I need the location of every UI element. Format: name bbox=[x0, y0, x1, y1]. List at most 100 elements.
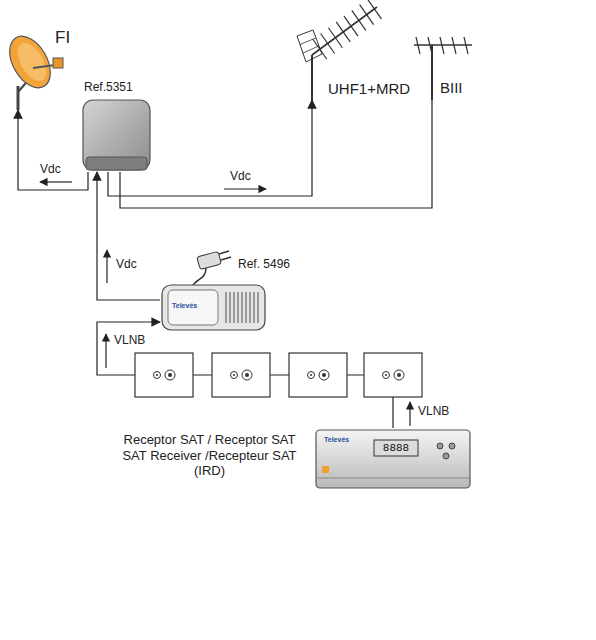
grid-wire bbox=[300, 38, 316, 45]
power-supply: Ref. 5496Televés bbox=[160, 250, 300, 335]
grid-reflector bbox=[297, 30, 322, 62]
receiver-button bbox=[437, 443, 443, 449]
wall-outlets bbox=[135, 353, 422, 397]
outlet-pin bbox=[397, 373, 401, 377]
outlet-pin bbox=[310, 374, 312, 376]
outlet-socket bbox=[154, 372, 161, 379]
antenna-element bbox=[367, 0, 381, 19]
dish-antenna: FI bbox=[5, 18, 95, 110]
vent-slot bbox=[249, 292, 250, 323]
signal-label: Vdc bbox=[38, 162, 63, 176]
uhf-antenna: UHF1+MRD bbox=[295, 2, 413, 100]
lnb bbox=[53, 58, 63, 68]
cable bbox=[120, 100, 432, 208]
outlet-pin bbox=[385, 374, 387, 376]
direction-arrow bbox=[105, 334, 106, 368]
amplifier-body bbox=[83, 100, 150, 170]
antenna-element bbox=[352, 10, 366, 30]
plug-pin bbox=[219, 251, 229, 254]
wall-outlet bbox=[135, 353, 193, 397]
node-label: Televés bbox=[324, 436, 349, 444]
wall-outlet bbox=[212, 353, 270, 397]
antenna-element bbox=[336, 22, 350, 42]
receiver-body bbox=[316, 430, 470, 488]
vent-slot bbox=[241, 292, 242, 323]
vent-slot bbox=[237, 292, 238, 323]
antenna-mast bbox=[311, 55, 313, 100]
node-label: 8888 bbox=[374, 441, 418, 455]
outlet-plate bbox=[212, 353, 270, 397]
dish-shine bbox=[12, 38, 52, 85]
antenna-boom bbox=[312, 7, 377, 55]
sat-receiver bbox=[316, 430, 470, 488]
cable bbox=[97, 172, 160, 300]
vent-slot bbox=[253, 292, 254, 323]
antenna-boom bbox=[414, 44, 472, 46]
antenna-element bbox=[452, 37, 456, 54]
outlet-socket bbox=[231, 372, 238, 379]
node-label: Ref. 5496 bbox=[238, 257, 290, 271]
outlet-pin bbox=[233, 374, 235, 376]
dish-reflector bbox=[1, 29, 58, 94]
vent-slot bbox=[233, 292, 234, 323]
outlet-socket bbox=[394, 370, 404, 380]
node-label: FI bbox=[55, 28, 70, 48]
cable bbox=[97, 322, 393, 428]
sat-receiver: Receptor SAT / Receptor SAT SAT Receiver… bbox=[112, 428, 474, 494]
antenna-element bbox=[313, 39, 327, 59]
vent-slot bbox=[229, 292, 230, 323]
receiver-display bbox=[374, 440, 418, 456]
antenna-element bbox=[360, 5, 374, 25]
outlet-plate bbox=[135, 353, 193, 397]
outlet-pin bbox=[322, 373, 326, 377]
outlet-socket bbox=[242, 370, 252, 380]
amplifier: Ref.5351 bbox=[80, 78, 155, 172]
vhf-antenna: BIII bbox=[410, 35, 475, 100]
vhf-antenna bbox=[414, 37, 472, 100]
outlet-plate bbox=[364, 353, 422, 397]
antenna-element bbox=[464, 37, 468, 54]
power-cord bbox=[192, 268, 206, 287]
antenna-element bbox=[328, 28, 342, 48]
antenna-element bbox=[428, 37, 432, 54]
plug-pin bbox=[221, 257, 231, 260]
outlet-socket bbox=[308, 372, 315, 379]
wall-outlet bbox=[364, 353, 422, 397]
outlet-plate bbox=[289, 353, 347, 397]
receiver-led bbox=[322, 466, 329, 473]
vent-slot bbox=[257, 292, 258, 323]
outlet-socket bbox=[319, 370, 329, 380]
receiver-edge bbox=[316, 478, 470, 479]
amplifier-base bbox=[86, 157, 147, 170]
direction-arrow bbox=[409, 402, 410, 426]
vent-slot bbox=[225, 292, 226, 323]
outlet-socket bbox=[383, 372, 390, 379]
signal-label: VLNB bbox=[112, 333, 147, 347]
psu-front bbox=[168, 290, 218, 325]
node-label: Receptor SAT / Receptor SAT SAT Receiver… bbox=[112, 432, 307, 479]
wall-outlet bbox=[289, 353, 347, 397]
direction-arrow bbox=[106, 250, 107, 283]
antenna-element bbox=[321, 33, 335, 53]
cable bbox=[18, 110, 88, 190]
node-label: Ref.5351 bbox=[84, 80, 133, 94]
node-label: Televés bbox=[172, 302, 197, 310]
outlet-pin bbox=[156, 374, 158, 376]
signal-label: Vdc bbox=[228, 169, 253, 183]
antenna-element bbox=[440, 37, 444, 54]
lnb-arm bbox=[33, 65, 55, 68]
receiver-button bbox=[443, 453, 449, 459]
node-label: BIII bbox=[440, 79, 463, 97]
satellite-dish bbox=[1, 29, 63, 110]
signal-label: VLNB bbox=[416, 404, 451, 418]
grid-wire bbox=[303, 46, 319, 53]
outlet-pin bbox=[168, 373, 172, 377]
vent-slot bbox=[245, 292, 246, 323]
receiver-button bbox=[449, 443, 455, 449]
antenna-element bbox=[344, 16, 358, 36]
amplifier-housing bbox=[83, 100, 150, 170]
direction-arrow bbox=[224, 188, 266, 189]
mains-plug bbox=[197, 251, 222, 269]
direction-arrow bbox=[40, 181, 72, 182]
